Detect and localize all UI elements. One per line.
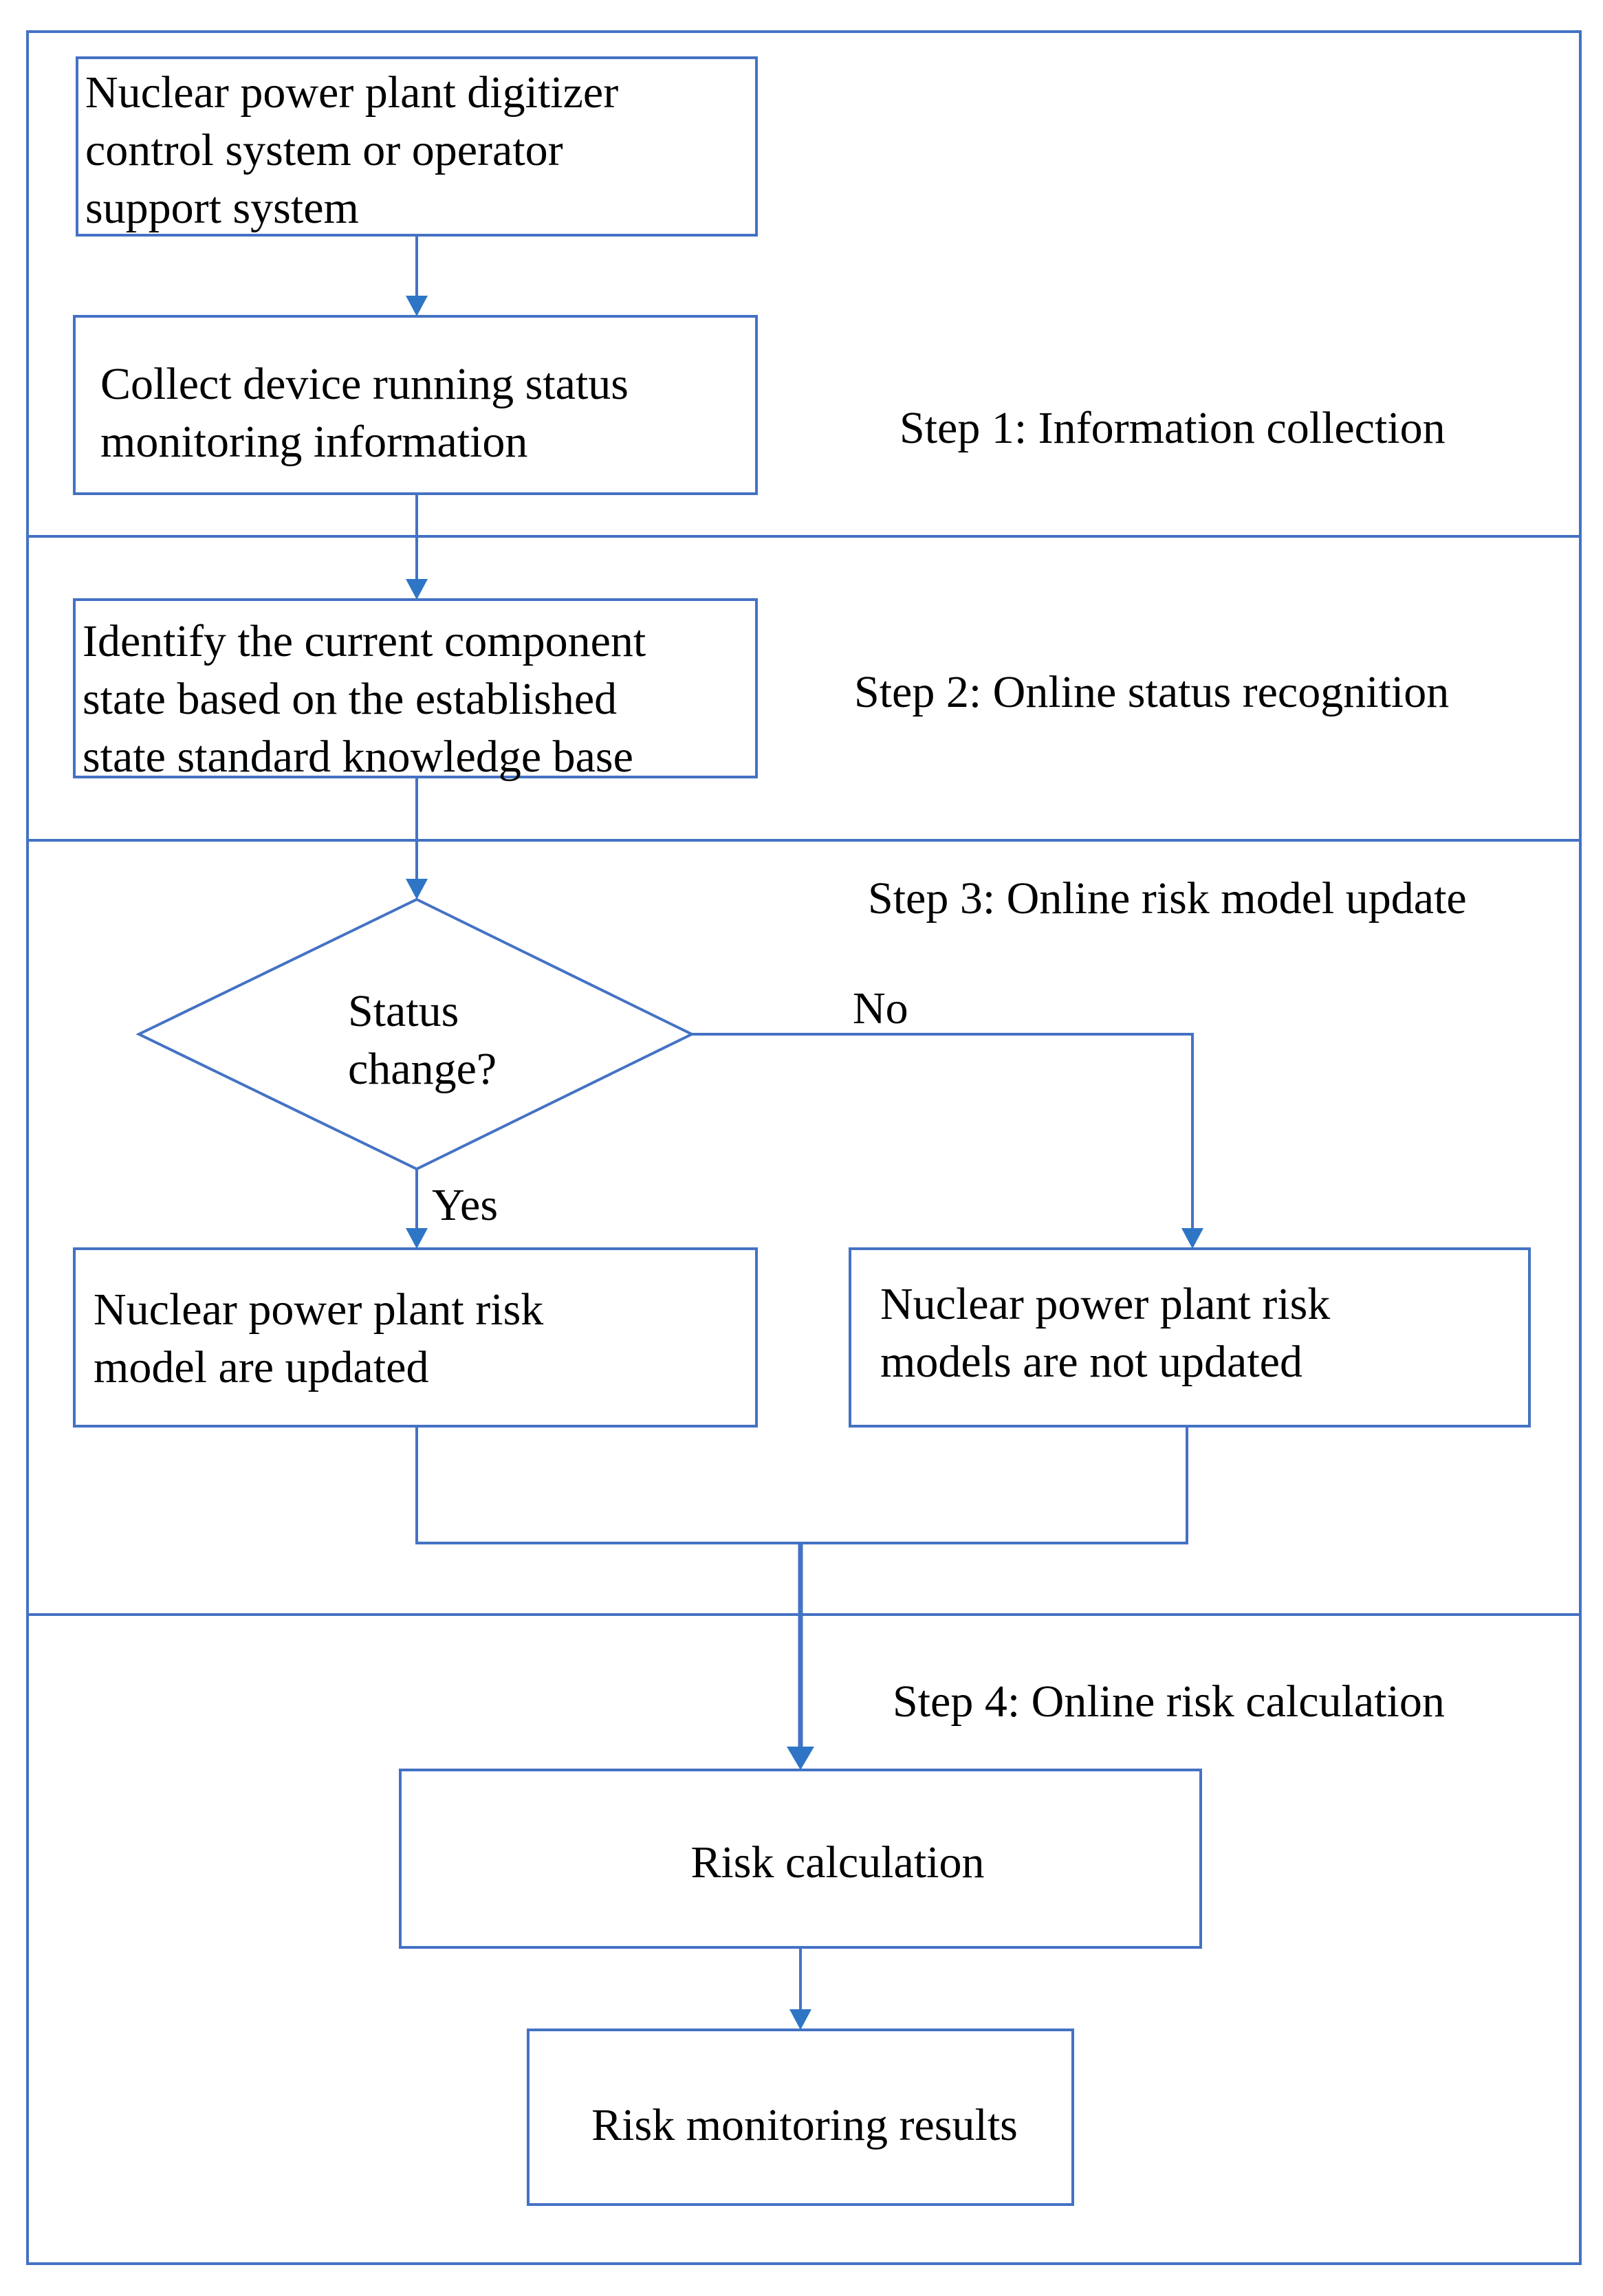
outer-frame: [26, 30, 1582, 2265]
arrowhead-models-updated: [406, 1228, 428, 1249]
risk-results-label: Risk monitoring results: [591, 2100, 1018, 2150]
risk-results-box: [527, 2029, 1074, 2206]
arrowhead-risk-calculation: [787, 1747, 814, 1770]
arrowhead-collect: [406, 296, 428, 316]
step2-label: Step 2: Online status recognition: [854, 667, 1449, 717]
identify-state-line-3: state standard knowledge base: [83, 732, 633, 782]
risk-calculation-label: Risk calculation: [690, 1837, 984, 1888]
identify-state-line-2: state based on the established: [83, 674, 617, 724]
models-updated-line-2: model are updated: [94, 1342, 428, 1392]
models-not-updated-line-2: models are not updated: [880, 1337, 1302, 1387]
collect-info-line-2: monitoring information: [100, 417, 527, 467]
decision-line-1: Status: [348, 986, 459, 1036]
models-not-updated-box: [849, 1247, 1531, 1428]
source-system-line-2: control system or operator: [85, 125, 563, 175]
models-not-updated-line-1: Nuclear power plant risk: [880, 1279, 1330, 1329]
arrowhead-models-not-updated: [1181, 1228, 1203, 1249]
no-label: No: [853, 983, 908, 1034]
models-updated-box: [73, 1247, 758, 1428]
decision-line-2: change?: [348, 1044, 497, 1094]
risk-calculation-box: [399, 1769, 1202, 1949]
collect-info-box: [73, 315, 758, 495]
identify-state-box: [73, 598, 758, 778]
models-updated-line-1: Nuclear power plant risk: [94, 1284, 543, 1335]
edge-decision-no: [692, 1033, 1194, 1236]
step4-label: Step 4: Online risk calculation: [893, 1676, 1445, 1727]
collect-info-line-1: Collect device running status: [100, 359, 629, 409]
source-system-line-3: support system: [85, 183, 359, 233]
step1-label: Step 1: Information collection: [899, 403, 1446, 453]
step3-label: Step 3: Online risk model update: [868, 873, 1467, 923]
source-system-line-1: Nuclear power plant digitizer: [85, 67, 618, 118]
edge-merge: [415, 1426, 1188, 1544]
identify-state-line-1: Identify the current component: [83, 616, 646, 666]
arrowhead-identify: [406, 579, 428, 600]
arrowhead-decision: [406, 879, 428, 899]
yes-label: Yes: [432, 1180, 498, 1230]
source-system-box: [76, 56, 758, 237]
arrowhead-risk-results: [789, 2009, 811, 2030]
